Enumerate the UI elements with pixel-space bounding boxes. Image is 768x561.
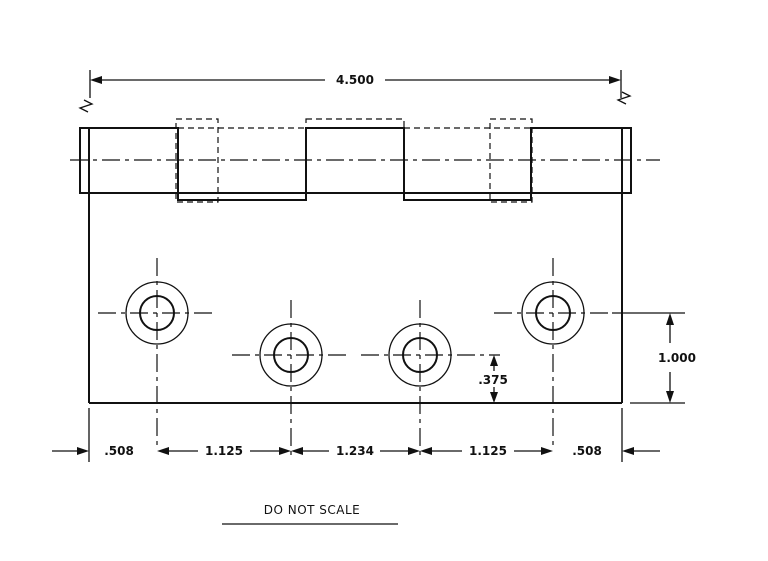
spacing-label-3: 1.234 <box>336 444 374 458</box>
hinge-leaf <box>88 193 623 404</box>
overall-width-dimension: 4.500 <box>78 70 632 113</box>
spacing-label-1: .508 <box>104 444 134 458</box>
spacing-label-5: .508 <box>572 444 602 458</box>
do-not-scale-note: DO NOT SCALE <box>222 503 398 525</box>
hinge-knuckles <box>70 118 660 203</box>
overall-width-label: 4.500 <box>336 73 374 87</box>
spacing-label-4: 1.125 <box>469 444 507 458</box>
height-dimension: 1.000 <box>612 312 696 404</box>
height-label: 1.000 <box>658 351 696 365</box>
screw-hole-3 <box>361 300 500 455</box>
spacing-dimensions: .508 1.125 1.234 1.125 .508 <box>52 408 660 462</box>
note-text: DO NOT SCALE <box>264 503 361 517</box>
hole-offset-label: .375 <box>478 373 508 387</box>
hole-offset-dimension: .375 <box>478 355 508 403</box>
screw-hole-2 <box>232 300 350 455</box>
screw-hole-4 <box>494 258 612 445</box>
spacing-label-2: 1.125 <box>205 444 243 458</box>
screw-hole-1 <box>98 258 216 445</box>
